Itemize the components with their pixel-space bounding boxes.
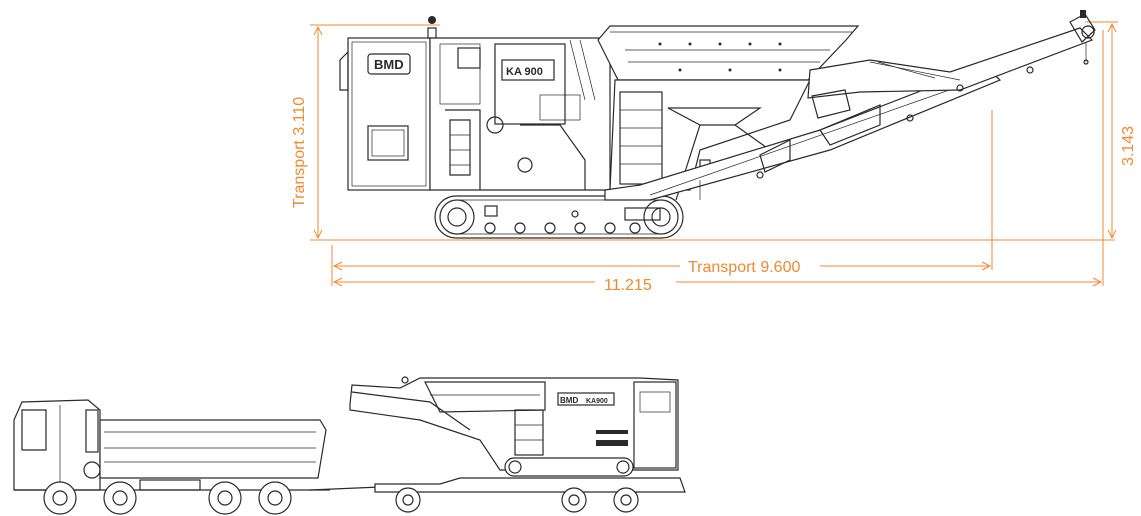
transport-brand-logo: BMD <box>560 396 578 405</box>
transport-model-label: KA900 <box>586 398 608 405</box>
drawbar <box>309 486 381 491</box>
truck-cab <box>13 399 101 491</box>
power-unit: BMD <box>339 16 437 191</box>
height-left-label: Transport 3.110 <box>291 97 308 208</box>
crusher-body: KA 900 <box>429 37 611 191</box>
discharge-conveyor <box>604 65 1002 201</box>
low-loader-trailer <box>374 477 686 513</box>
crusher-transport-view: BMD KA900 <box>349 376 679 477</box>
magnet-separator-arm <box>807 10 1096 119</box>
truck-wheels <box>14 481 330 515</box>
length-transport-label: Transport 9.600 <box>688 259 800 276</box>
dimension-lines <box>310 21 1118 287</box>
crusher-side-view: BMD KA 900 <box>339 10 1096 239</box>
transport-combination: BMD KA900 <box>13 376 686 515</box>
track-crawler <box>434 195 684 239</box>
length-total-label: 11.215 <box>604 277 652 294</box>
vibrating-feeder <box>609 79 811 201</box>
height-right-label: 3.143 <box>1120 126 1137 166</box>
dimension-labels: Transport 3.110 3.143 Transport 9.600 11… <box>291 97 1137 294</box>
dump-body <box>99 419 327 491</box>
model-label: KA 900 <box>506 66 543 78</box>
brand-logo: BMD <box>374 57 404 72</box>
